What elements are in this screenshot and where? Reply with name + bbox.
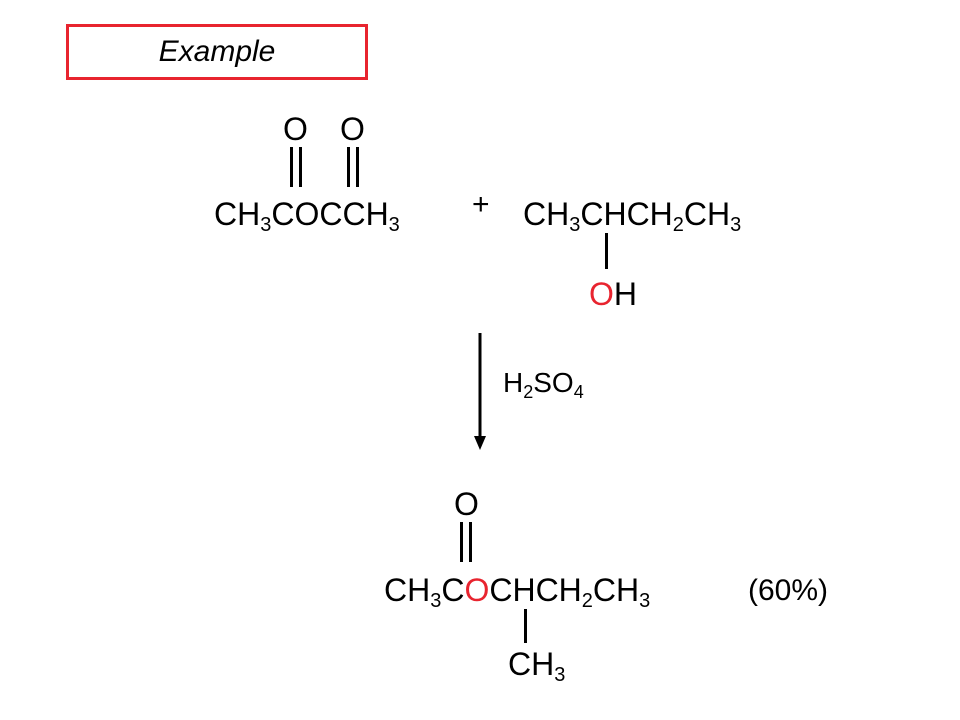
reactant1-part1: CH	[214, 196, 261, 232]
plus-sign: +	[472, 188, 490, 221]
reactant1-part2: COCCH	[271, 196, 389, 232]
product-part4: CHCH	[489, 572, 582, 608]
product-sub1: 3	[430, 590, 442, 612]
reactant1-formula: CH3COCCH3	[214, 196, 400, 235]
reactant1-carbonyl-o-right: O	[340, 111, 365, 147]
product-methyl: CH3	[508, 646, 565, 685]
product-methyl-sub: 3	[554, 664, 566, 686]
catalyst-label: H2SO4	[503, 367, 584, 402]
catalyst-part1: H	[503, 367, 524, 398]
reactant1-carbonyl-o-left: O	[283, 111, 308, 147]
product-part1: CH	[384, 572, 431, 608]
product-methyl-part: CH	[508, 646, 555, 682]
product-double-bond-b	[469, 522, 472, 562]
product-carbonyl-o: O	[454, 486, 479, 522]
reaction-arrow-head	[474, 436, 486, 450]
catalyst-part2: SO	[533, 367, 574, 398]
reactant1-sub2: 3	[388, 214, 400, 236]
reactant2-part1: CH	[523, 196, 570, 232]
reactant1-double-bond-right-a	[347, 147, 350, 187]
reactant2-part3: CH	[683, 196, 731, 232]
example-title-box: Example	[66, 24, 368, 80]
reactant1-double-bond-right-b	[356, 147, 359, 187]
reactant2-formula: CH3CHCH2CH3	[523, 196, 741, 235]
reactant2-hydroxyl-o: O	[589, 276, 614, 312]
reactant2-sub3: 3	[730, 214, 742, 236]
reactant2-part2: CHCH	[580, 196, 673, 232]
product-part5: CH	[592, 572, 640, 608]
reactant2-hydroxyl: OH	[589, 278, 637, 310]
catalyst-sub1: 2	[523, 382, 534, 402]
product-double-bond-a	[460, 522, 463, 562]
product-formula: CH3COCHCH2CH3	[384, 572, 650, 611]
product-ester-o: O	[464, 572, 490, 608]
reactant2-sub2: 2	[672, 214, 684, 236]
product-methyl-bond	[524, 609, 527, 643]
reactant2-sub1: 3	[569, 214, 581, 236]
reactant2-hydroxyl-h: H	[613, 276, 637, 312]
reactant1-double-bond-left-b	[299, 147, 302, 187]
reactant1-sub1: 3	[260, 214, 272, 236]
example-title: Example	[158, 35, 276, 68]
product-sub4: 2	[581, 590, 593, 612]
catalyst-sub2: 4	[573, 382, 584, 402]
product-part2: C	[441, 572, 465, 608]
reactant2-oh-bond	[605, 233, 608, 269]
yield-label: (60%)	[748, 574, 829, 607]
product-sub5: 3	[639, 590, 651, 612]
reactant1-double-bond-left-a	[290, 147, 293, 187]
